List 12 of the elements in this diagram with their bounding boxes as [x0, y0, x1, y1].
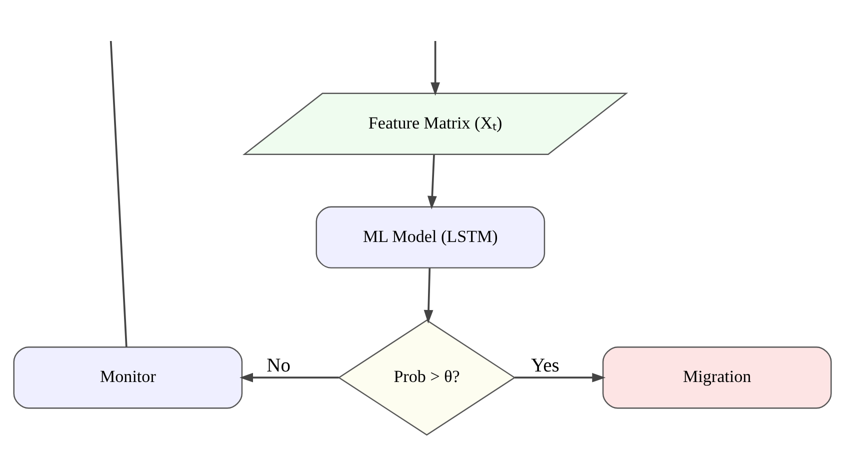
edge-label: No	[266, 355, 290, 376]
node-box: Migration	[602, 346, 832, 409]
node-diamond: Prob > θ?	[337, 320, 516, 436]
node-box: ML Model (LSTM)	[315, 206, 545, 268]
edge-label: Yes	[530, 355, 559, 376]
arrow	[239, 372, 338, 382]
arrow	[423, 268, 433, 324]
connector	[109, 40, 127, 348]
node-box: Monitor	[12, 346, 242, 409]
arrow	[427, 154, 436, 210]
arrow	[514, 372, 606, 382]
arrow	[430, 41, 440, 96]
